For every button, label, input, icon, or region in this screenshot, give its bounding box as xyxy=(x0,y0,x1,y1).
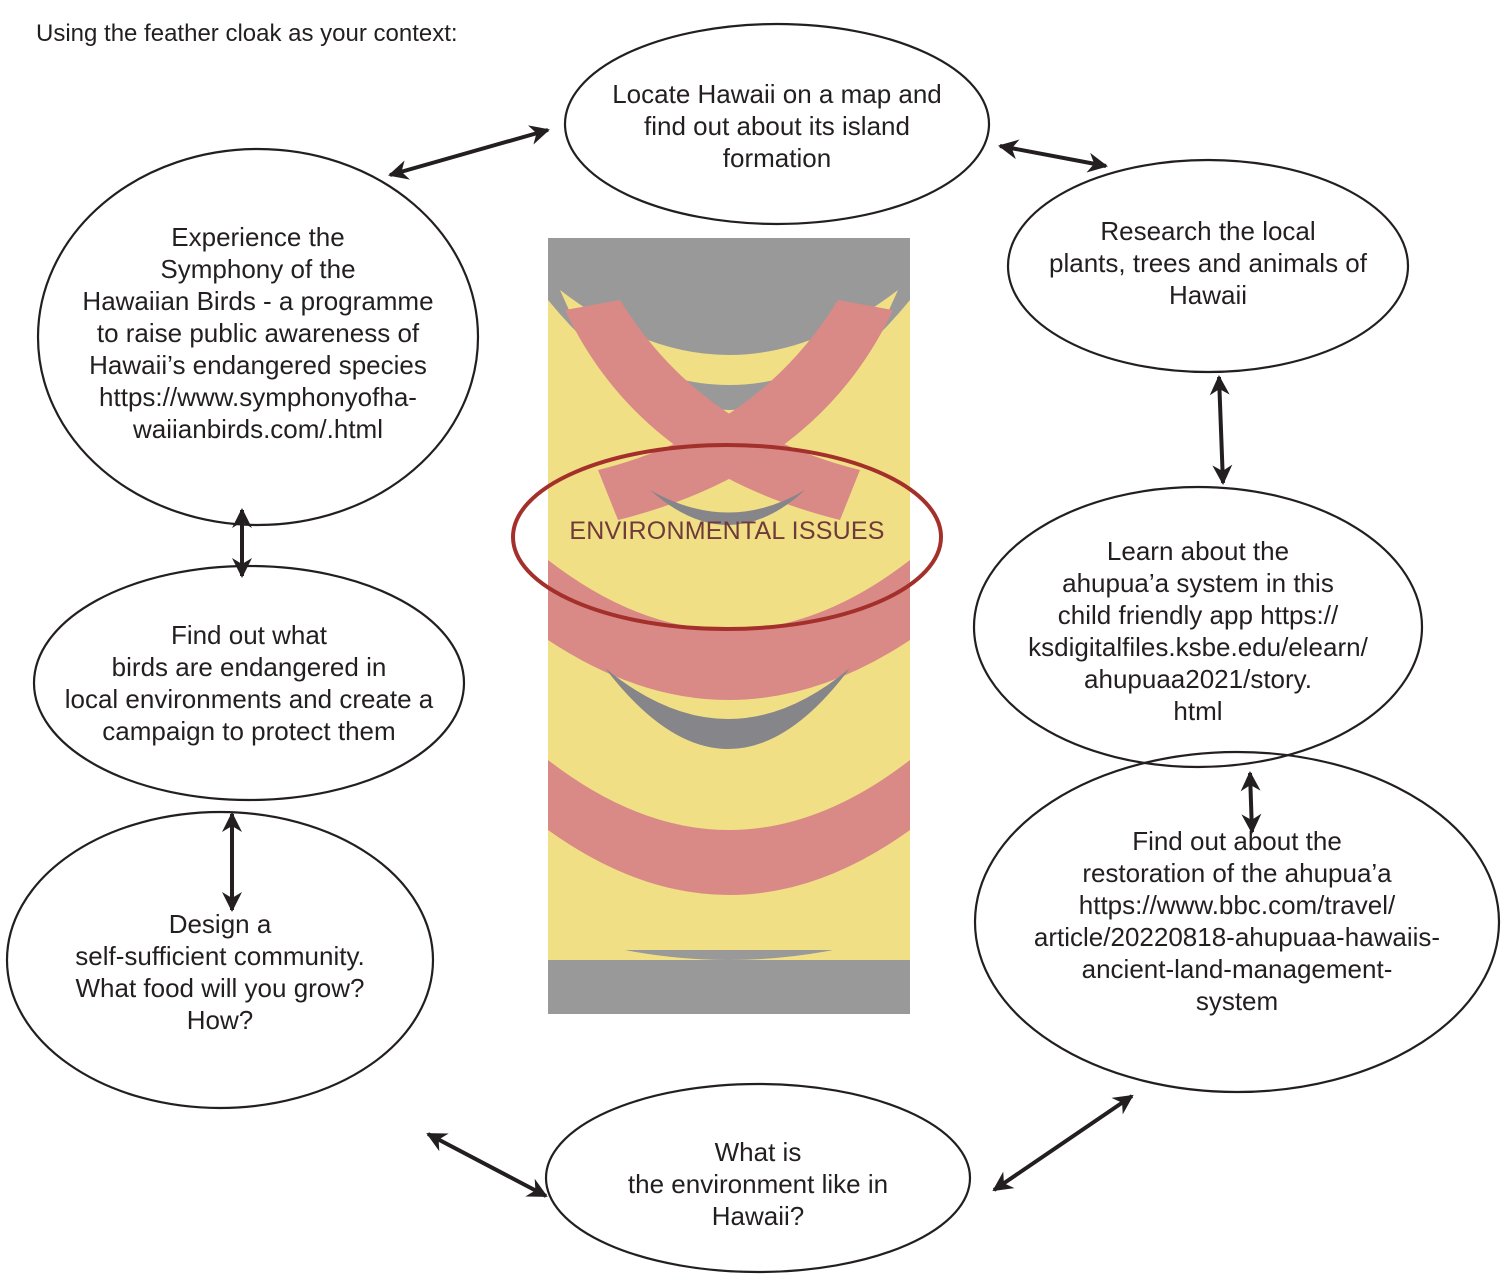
node-environment: What is the environment like in Hawaii? xyxy=(548,1134,968,1234)
node-locate: Locate Hawaii on a map and find out abou… xyxy=(565,76,989,176)
node-restoration: Find out about the restoration of the ah… xyxy=(976,816,1498,1026)
node-birds: Find out what birds are endangered in lo… xyxy=(34,612,464,754)
node-research: Research the local plants, trees and ani… xyxy=(1010,208,1406,318)
node-design: Design a self-sufficient community. What… xyxy=(8,902,432,1042)
arrow-symphony-locate xyxy=(390,130,548,175)
arrow-locate-research xyxy=(1000,146,1106,166)
node-symphony: Experience the Symphony of the Hawaiian … xyxy=(40,200,476,466)
arrow-research-learn xyxy=(1219,377,1223,483)
center-label: ENVIRONMENTAL ISSUES xyxy=(512,517,942,546)
node-learn: Learn about the ahupua’a system in this … xyxy=(975,528,1421,734)
arrow-environment-design xyxy=(428,1134,546,1196)
arrow-restoration-environment xyxy=(994,1096,1132,1190)
